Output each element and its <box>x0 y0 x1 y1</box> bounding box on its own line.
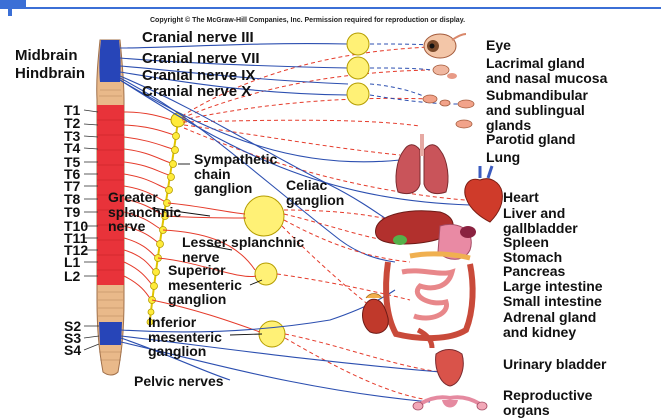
lacrimal-illustration <box>433 65 457 79</box>
cord-blue-brainstem <box>99 40 120 82</box>
greater-splanchnic-nerve-label: Greater splanchnic nerve <box>108 190 181 234</box>
spleen-label: Spleen <box>503 235 549 249</box>
pancreas-label: Pancreas <box>503 264 565 278</box>
reproductive-illustration <box>413 397 487 410</box>
urinary-bladder-label: Urinary bladder <box>503 357 606 371</box>
small-intestine-label: Small intestine <box>503 294 602 308</box>
prevertebral-ganglia <box>244 196 285 347</box>
spinal-segment-label: L1 <box>64 255 80 269</box>
cranial-ganglia <box>347 33 369 105</box>
hindbrain-label: Hindbrain <box>15 66 85 81</box>
superior-mesenteric-ganglion-label: Superior mesenteric ganglion <box>168 263 242 307</box>
reproductive-organs-label: Reproductive organs <box>503 388 592 417</box>
midbrain-label: Midbrain <box>15 48 78 63</box>
spinal-segment-label: L2 <box>64 269 80 283</box>
heart-illustration <box>465 166 503 222</box>
lesser-splanchnic-nerve-label: Lesser splanchnic nerve <box>182 235 304 264</box>
stomach-label: Stomach <box>503 250 562 264</box>
eye-illustration <box>424 34 466 58</box>
spinal-segment-label: T9 <box>64 205 80 219</box>
bladder-illustration <box>436 350 464 387</box>
spinal-segment-label: S4 <box>64 343 81 357</box>
liver-gallbladder-label: Liver and gallbladder <box>503 206 578 236</box>
cranial-nerve-label: Cranial nerve X <box>142 84 251 99</box>
celiac-ganglion-label: Celiac ganglion <box>286 178 344 207</box>
eye-label: Eye <box>486 38 511 52</box>
large-intestine-label: Large intestine <box>503 279 603 293</box>
spinal-segment-label: T4 <box>64 141 80 155</box>
cranial-nerve-label: Cranial nerve IX <box>142 68 255 83</box>
inferior-mesenteric-ganglion-label: Inferior mesenteric ganglion <box>148 315 222 359</box>
sympathetic-chain-ganglion-label: Sympathetic chain ganglion <box>194 152 277 196</box>
cranial-nerve-label: Cranial nerve VII <box>142 51 260 66</box>
adrenal-kidney-label: Adrenal gland and kidney <box>503 310 596 340</box>
abdominal-organs-illustration <box>375 211 476 259</box>
lung-illustration <box>396 134 448 194</box>
salivary-glands-label: Submandibular and sublingual glands <box>486 88 588 133</box>
lacrimal-gland-label: Lacrimal gland and nasal mucosa <box>486 56 607 87</box>
lung-label: Lung <box>486 150 520 164</box>
copyright-notice: Copyright © The McGraw-Hill Companies, I… <box>150 17 465 24</box>
heart-label: Heart <box>503 190 539 204</box>
parotid-gland-label: Parotid gland <box>486 132 575 146</box>
cranial-nerve-label: Cranial nerve III <box>142 30 254 45</box>
salivary-illustration <box>423 95 474 128</box>
pelvic-nerves-label: Pelvic nerves <box>134 374 224 388</box>
intestines-illustration <box>386 262 473 348</box>
cord-blue-sacral <box>99 322 122 345</box>
